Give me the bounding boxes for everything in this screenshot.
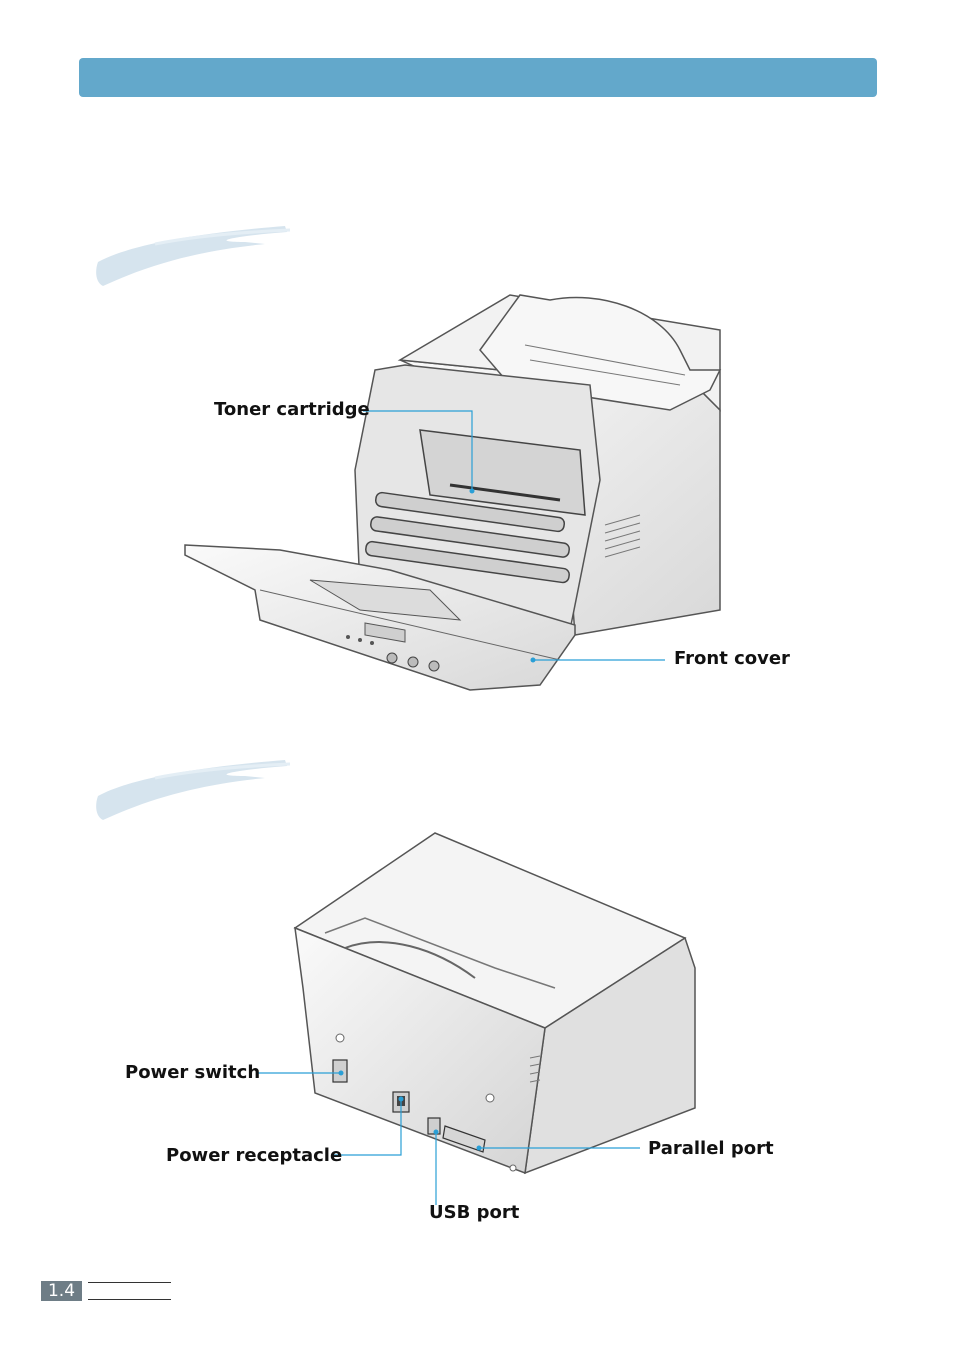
page-footer-rule bbox=[88, 1299, 171, 1300]
power-switch-label: Power switch bbox=[125, 1062, 261, 1083]
power-receptacle-label: Power receptacle bbox=[166, 1145, 343, 1166]
parallel-port-label: Parallel port bbox=[648, 1138, 774, 1159]
page-footer-rule bbox=[88, 1282, 171, 1283]
brush-stroke-decoration bbox=[96, 760, 291, 820]
brush-stroke-decoration bbox=[96, 226, 291, 286]
toner-cartridge-label: Toner cartridge bbox=[214, 399, 370, 420]
printer-rear-view-illustration bbox=[293, 832, 696, 1175]
section-header-bar bbox=[79, 58, 877, 97]
front-cover-label: Front cover bbox=[674, 648, 790, 669]
page-number: 1.4 bbox=[41, 1281, 82, 1301]
printer-front-view-illustration bbox=[184, 294, 722, 691]
usb-port-label: USB port bbox=[429, 1202, 520, 1223]
